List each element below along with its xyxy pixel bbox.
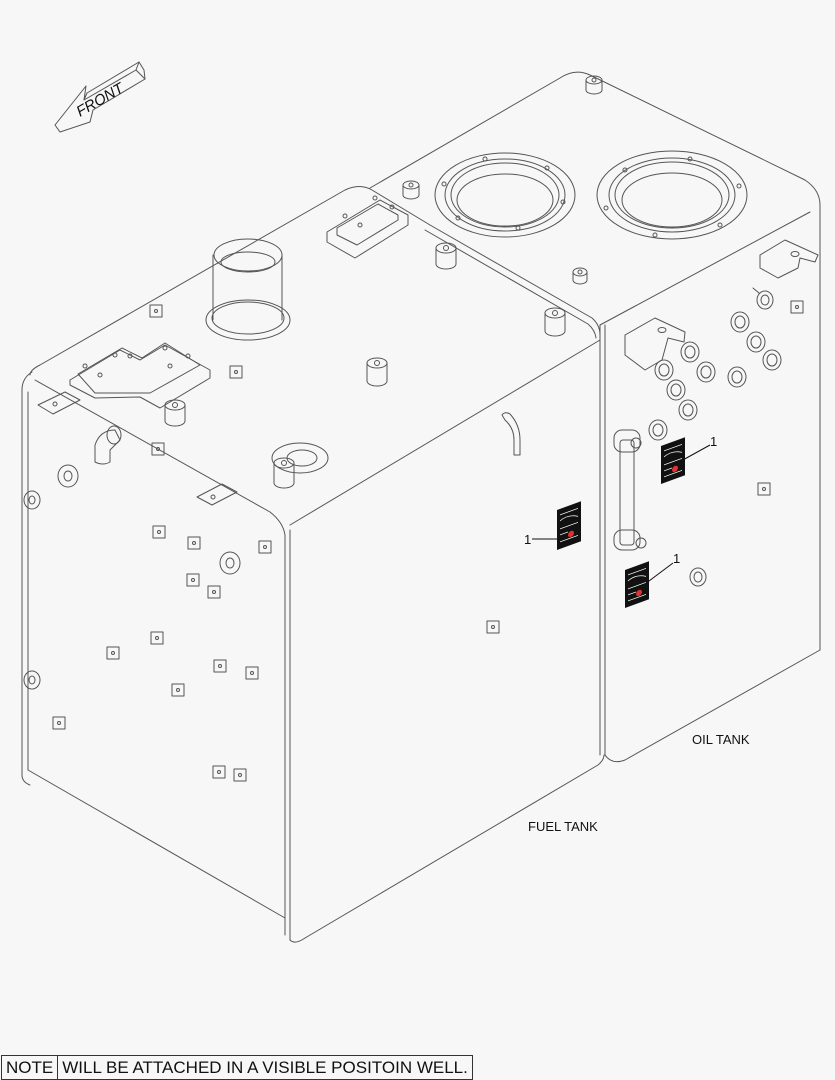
fuel-tank [21,180,605,943]
sender-flange [271,442,329,474]
mounting-tab [37,391,81,415]
oil-tank [369,71,821,763]
svg-text:1: 1 [673,551,680,566]
port-fittings [648,287,782,587]
callout-1-oil-lower: 1 [636,551,680,591]
boss [435,242,457,270]
cube-nut [790,300,804,314]
callout-1-oil-upper: 1 [671,434,717,467]
mounting-bracket [759,239,819,279]
breather-pipe [501,412,521,456]
svg-text:1: 1 [524,532,531,547]
svg-text:1: 1 [710,434,717,449]
filler-opening-right [596,150,748,240]
mounting-tab [196,483,238,506]
cube-nuts [52,304,500,782]
boss [572,267,588,285]
oil-tank-label: OIL TANK [692,732,750,747]
warning-decal-oil-upper [661,437,685,484]
filler-opening-left [434,152,576,238]
note-header: NOTE [6,1058,54,1077]
cover-plate [69,342,211,409]
note-text: WILL BE ATTACHED IN A VISIBLE POSITOIN W… [57,1056,472,1079]
boss [273,457,295,489]
boss [164,399,186,427]
boss [402,180,420,200]
warning-decal-oil-lower [625,561,649,608]
sight-gauge [613,429,647,551]
elbow-fitting [94,425,122,465]
filler-neck [205,238,291,341]
cube-nut [757,482,771,496]
access-cover [326,195,409,259]
boss [585,75,603,95]
front-arrow-icon: FRONT [54,61,146,133]
boss [544,307,566,337]
note-box: NOTE WILL BE ATTACHED IN A VISIBLE POSIT… [1,1055,473,1080]
boss [366,357,388,387]
callout-1-fuel: 1 [524,532,560,547]
mounting-bracket [624,317,686,371]
warning-decal-fuel [557,501,581,550]
fuel-tank-label: FUEL TANK [528,819,598,834]
port-fittings [23,464,241,690]
